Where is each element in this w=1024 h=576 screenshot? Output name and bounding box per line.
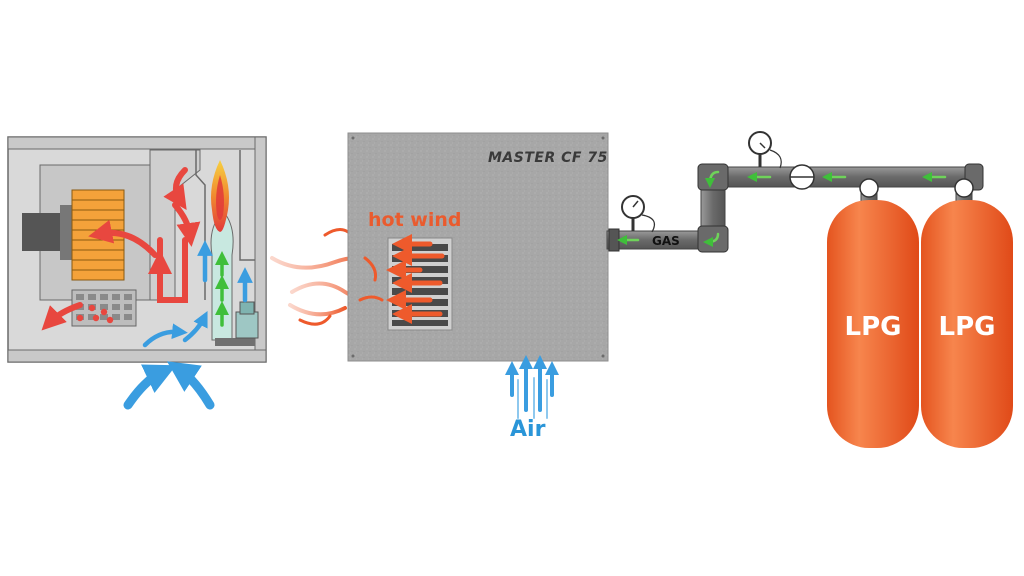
tank-label-2: LPG: [939, 312, 996, 342]
heater-body: [347, 132, 609, 362]
intake-arrow-left: [123, 364, 177, 410]
air-label: Air: [510, 417, 546, 442]
cold-air-arrow-2: [182, 310, 208, 343]
hot-air-arrow-2: [172, 202, 201, 247]
hot-air-exit-arrow: [41, 302, 83, 331]
lpg-tank-2: LPG: [921, 200, 1013, 448]
heater-cutaway: [7, 136, 267, 410]
hot-air-arrow-4: [88, 219, 158, 258]
tank-body: [921, 200, 1013, 448]
gas-label: GAS: [652, 234, 680, 248]
air-intake: Air: [505, 355, 559, 442]
tank-body: [827, 200, 919, 448]
tank-label-1: LPG: [845, 312, 902, 342]
product-label: MASTER CF 75: [488, 150, 608, 166]
pressure-gauge-icon: [621, 195, 655, 233]
heater-unit: MASTER CF 75 hot wind: [347, 132, 609, 362]
valve-icon: [789, 164, 815, 190]
gas-flow-arrow: [703, 232, 720, 247]
pressure-gauge-icon: [748, 131, 782, 169]
hot-air-arrow-1: [163, 167, 188, 210]
lpg-tank-1: LPG: [827, 200, 919, 448]
cold-air-arrow-1: [142, 323, 188, 348]
hot-wind-label: hot wind: [368, 209, 461, 231]
gas-flow-arrow: [705, 170, 720, 188]
valve-icon: [954, 178, 974, 198]
intake-arrow-right: [166, 361, 215, 410]
valve-icon: [859, 178, 879, 198]
